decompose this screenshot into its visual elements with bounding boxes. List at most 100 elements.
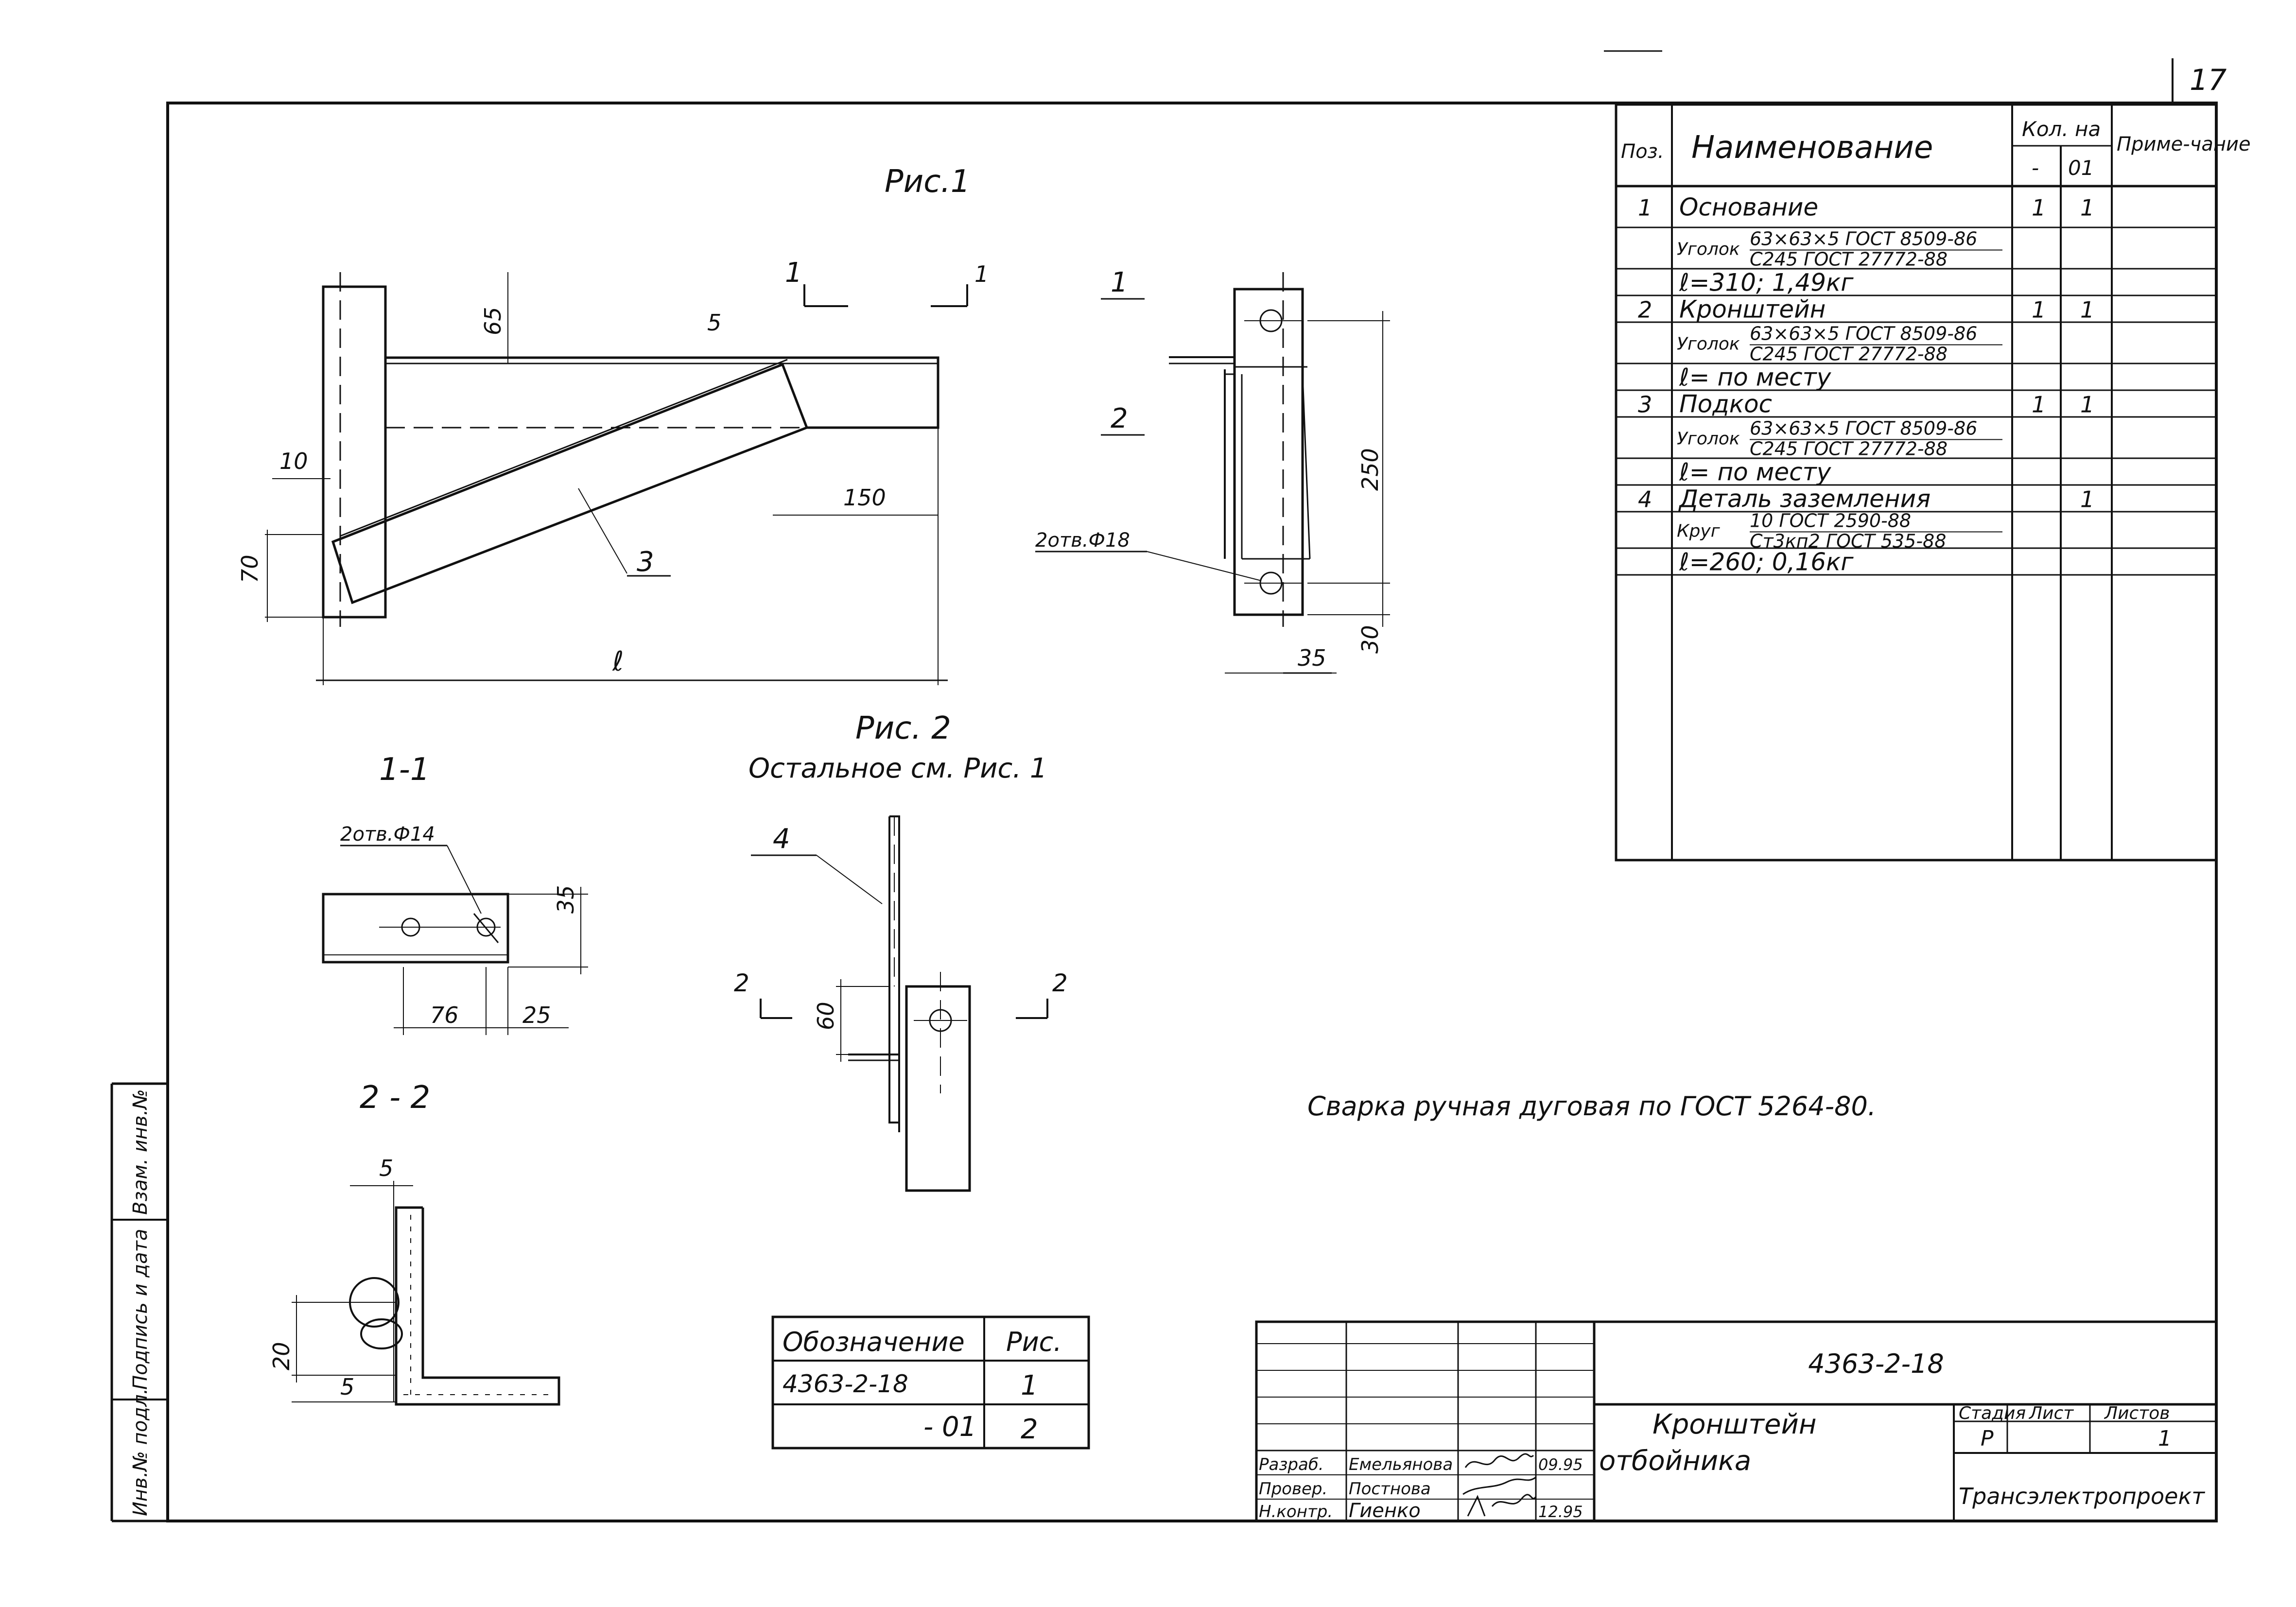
spec-header-name: Наименование <box>1691 130 1933 166</box>
spec-row-name: Кронштейн <box>1679 295 1826 324</box>
spec-header-qty: Кол. на <box>2022 117 2101 141</box>
fig2: Рис. 2 Остальное см. Рис. 1 4 60 2 2 <box>734 710 1068 1192</box>
title-block: 4363-2-18 Кронштейн отбойника Стадия Лис… <box>1255 1320 2218 1522</box>
spec-row-name: ℓ=260; 0,16кг <box>1679 548 1854 576</box>
designation-header-fig: Рис. <box>1006 1327 1062 1357</box>
fig2-section2-left: 2 <box>734 969 749 997</box>
spec-row-profile: 63×63×5 ГОСТ 8509-86 <box>1750 323 1977 345</box>
section-2-2-title: 2 - 2 <box>360 1080 430 1116</box>
section-1-1-title: 1-1 <box>379 752 430 788</box>
signature-normcontrol <box>1467 1494 1537 1517</box>
section-2-2-dim-20: 20 <box>268 1342 295 1370</box>
fig1-dim-150: 150 <box>843 484 886 511</box>
spec-row-pos: 4 <box>1638 486 1652 513</box>
organization: Трансэлектропроект <box>1959 1483 2205 1509</box>
fig2-subtitle: Остальное см. Рис. 1 <box>748 753 1047 784</box>
section-2-2: 2 - 2 5 20 5 <box>268 1080 560 1406</box>
fig1-dim-250: 250 <box>1357 448 1383 491</box>
spec-row-name: Подкос <box>1679 390 1772 418</box>
designation-row-1-fig: 1 <box>1021 1370 1038 1401</box>
spec-row-grade: С245 ГОСТ 27772-88 <box>1750 249 1948 270</box>
welding-note: Сварка ручная дуговая по ГОСТ 5264-80. <box>1307 1091 1876 1122</box>
spec-row-qty-b: 1 <box>2080 195 2094 221</box>
fig1-title: Рис.1 <box>885 164 970 200</box>
fig1: Рис.1 65 5 10 70 150 ℓ 3 1 <box>237 164 1390 685</box>
spec-row-name: Основание <box>1679 193 1818 222</box>
stage-label: Стадия <box>1959 1403 2026 1423</box>
section-1-1-dim-76: 76 <box>430 1002 459 1028</box>
sheets-label: Листов <box>2104 1403 2170 1423</box>
date-developer: 09.95 <box>1538 1455 1583 1474</box>
spec-row-name: ℓ= по месту <box>1679 458 1832 486</box>
spec-row-qty-a: 1 <box>2032 297 2046 323</box>
fig1-dim-30: 30 <box>1357 625 1383 654</box>
sheet-label: Лист <box>2028 1403 2074 1423</box>
spec-header-pos: Поз. <box>1621 140 1664 163</box>
spec-header-qty-b: 01 <box>2068 156 2094 180</box>
spec-row-qty-b: 1 <box>2080 392 2094 418</box>
role-normcontrol: Н.контр. <box>1259 1502 1333 1521</box>
fig1-dim-l: ℓ <box>612 646 624 677</box>
spec-row-material: Уголок <box>1677 429 1740 449</box>
fig1-dim-65: 65 <box>480 307 506 335</box>
spec-row-profile: 63×63×5 ГОСТ 8509-86 <box>1750 228 1977 250</box>
name-normcontrol: Гиенко <box>1349 1500 1421 1522</box>
spec-row-material: Уголок <box>1677 240 1740 259</box>
sheet-number: 17 <box>2190 63 2226 97</box>
spec-row-profile: 10 ГОСТ 2590-88 <box>1750 510 1911 532</box>
name-checker: Постнова <box>1349 1479 1431 1499</box>
role-checker: Провер. <box>1259 1479 1327 1499</box>
spec-row-name: ℓ=310; 1,49кг <box>1679 269 1854 297</box>
stage-value: Р <box>1981 1426 1994 1451</box>
spec-row-pos: 2 <box>1638 297 1652 323</box>
side-stamp-inv-repl: Взам. инв.№ <box>129 1089 152 1215</box>
signature-checker <box>1462 1476 1536 1495</box>
title-line-1: Кронштейн <box>1652 1409 1817 1440</box>
side-stamp-sign-date: Подпись и дата <box>129 1229 152 1390</box>
fig1-pos3-label: 3 <box>637 546 654 578</box>
spec-row-qty-a: 1 <box>2032 195 2046 221</box>
spec-header-note: Приме-чание <box>2117 133 2251 156</box>
section-2-2-dim-5-left: 5 <box>340 1374 354 1400</box>
fig2-dim-60: 60 <box>813 1002 839 1030</box>
fig1-pos1-label: 1 <box>1111 267 1128 298</box>
title-line-2: отбойника <box>1599 1445 1751 1477</box>
fig1-dim-5: 5 <box>707 310 721 336</box>
spec-row-qty-a: 1 <box>2032 392 2046 418</box>
name-developer: Емельянова <box>1349 1455 1453 1474</box>
sheets-value: 1 <box>2158 1426 2172 1451</box>
fig1-pos2-label: 2 <box>1111 403 1128 434</box>
section-1-1-dim-35: 35 <box>553 885 579 914</box>
fig1-dim-35: 35 <box>1298 645 1326 671</box>
spec-header-qty-a: - <box>2032 156 2039 180</box>
spec-row-material: Уголок <box>1677 334 1740 354</box>
signature-developer <box>1464 1453 1534 1468</box>
fig1-section1-left: 1 <box>785 257 802 289</box>
spec-row-material: Круг <box>1677 521 1721 541</box>
role-developer: Разраб. <box>1259 1455 1324 1474</box>
designation-header: Обозначение <box>783 1327 965 1357</box>
spec-row-profile: 63×63×5 ГОСТ 8509-86 <box>1750 418 1977 439</box>
section-2-2-dim-5-top: 5 <box>379 1155 393 1181</box>
fig1-section1-right: 1 <box>974 261 989 287</box>
date-normcontrol: 12.95 <box>1538 1503 1583 1521</box>
designation-table: Обозначение Рис. 4363-2-18 1 - 01 2 <box>771 1315 1090 1450</box>
spec-row-grade: С245 ГОСТ 27772-88 <box>1750 438 1948 460</box>
spec-row-qty-b: 1 <box>2080 486 2094 513</box>
fig2-pos4-label: 4 <box>773 823 790 855</box>
section-1-1-holes: 2отв.Ф14 <box>340 823 435 846</box>
fig1-dim-10: 10 <box>279 448 308 474</box>
side-stamp-inv-orig: Инв.№ подл. <box>129 1388 152 1516</box>
spec-row-pos: 1 <box>1638 195 1652 221</box>
designation-row-2-fig: 2 <box>1021 1414 1038 1445</box>
fig2-section2-right: 2 <box>1052 969 1068 997</box>
spec-table: Поз. Наименование Кол. на - 01 Приме-чан… <box>1615 103 2251 862</box>
spec-row-name: Деталь заземления <box>1678 485 1931 513</box>
spec-row-qty-b: 1 <box>2080 297 2094 323</box>
side-stamp: Взам. инв.№ Подпись и дата Инв.№ подл. <box>129 1089 152 1516</box>
designation-row-1: 4363-2-18 <box>783 1370 908 1398</box>
designation-row-2: - 01 <box>923 1411 976 1443</box>
fig2-title: Рис. 2 <box>855 710 951 746</box>
